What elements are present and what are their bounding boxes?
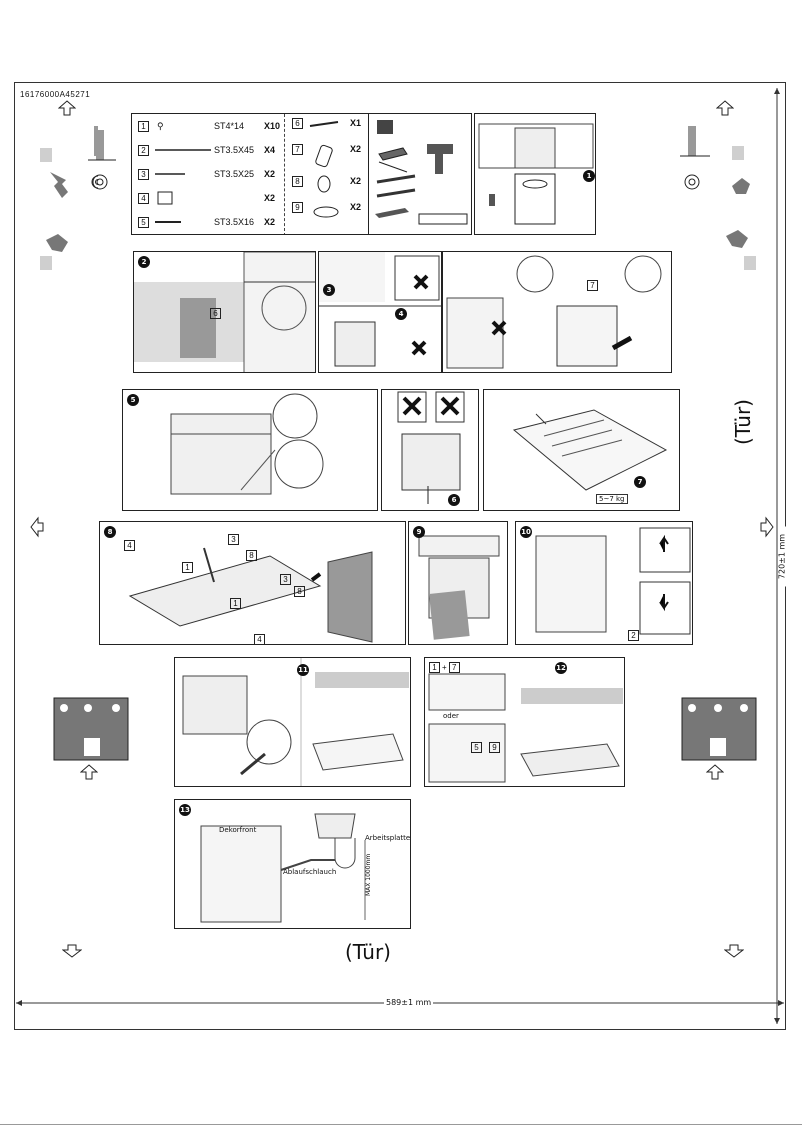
step-badge-4: 4 — [395, 308, 407, 320]
tur-side-label: (Tür) — [731, 399, 755, 445]
tur-bottom-label: (Tür) — [345, 940, 391, 964]
right-arrow-icon — [760, 516, 774, 538]
step-badge-7: 7 — [634, 476, 646, 488]
drill-icon — [427, 144, 453, 174]
part-row-1: 1 ⚲ ST4*14 X10 — [138, 118, 280, 134]
screwdriver-icon — [376, 174, 416, 184]
part-row-3: 3 ST3.5X25 X2 — [138, 166, 275, 182]
level-icon — [418, 213, 468, 225]
step-7-detail-panel: 7 — [442, 251, 672, 373]
down-arrow-icon — [724, 944, 744, 958]
step-13-panel: 13 Dekorfront Arbeitsplatte Ablaufschlau… — [174, 799, 411, 929]
down-arrow-icon — [62, 944, 82, 958]
step-badge-6: 6 — [448, 494, 460, 506]
part-icons-right — [309, 121, 339, 218]
part-row-5: 5 ST3.5X16 X2 — [138, 214, 275, 230]
step-10-panel: 10 2 — [515, 521, 693, 645]
height-dimension-line — [774, 88, 780, 1024]
step-3-4-panel: 3 4 — [318, 251, 442, 373]
mount-plate-left — [53, 697, 129, 761]
up-arrow-icon — [706, 764, 724, 780]
up-arrow-icon — [58, 100, 76, 116]
step-7-panel: 7 5~7 kg — [483, 389, 680, 511]
step-12-panel: 1 + 7 12 oder 5 9 — [424, 657, 625, 787]
doc-code: 16176000A45271 — [20, 90, 91, 99]
pipe-detail-left — [88, 130, 116, 190]
screwdriver-icon — [376, 188, 416, 198]
mount-plate-right — [681, 697, 757, 761]
part-row-7: 7 X2 — [292, 144, 361, 160]
tools-panel — [368, 113, 472, 235]
width-dimension: 589±1 mm — [384, 998, 434, 1007]
step-badge-5: 5 — [127, 394, 139, 406]
left-arrow-icon — [30, 516, 44, 538]
step-badge-3: 3 — [323, 284, 335, 296]
part-row-6: 6 X1 — [292, 118, 361, 134]
step-12-sequence: 1 + 7 — [429, 662, 460, 673]
step-badge-13: 13 — [179, 804, 191, 816]
part-row-2: 2 ST3.5X45 X4 — [138, 142, 275, 158]
step-badge-8: 8 — [104, 526, 116, 538]
step-6-panel: 6 — [381, 389, 479, 511]
pliers-icon — [378, 147, 408, 173]
step-5-panel: 5 — [122, 389, 378, 511]
up-arrow-icon — [716, 100, 734, 116]
step-badge-10: 10 — [520, 526, 532, 538]
part-row-4: 4 X2 — [138, 190, 275, 206]
margin-drill-right — [680, 126, 756, 270]
height-dimension: 720±1 mm — [777, 526, 787, 587]
step-badge-2: 2 — [138, 256, 150, 268]
step-2-panel: 2 6 — [133, 251, 316, 373]
tape-measure-icon — [377, 120, 393, 134]
step-9-panel: 9 — [408, 521, 508, 645]
part-row-8: 8 X2 — [292, 176, 361, 192]
step-badge-1: 1 — [583, 170, 595, 182]
footer-rule — [0, 1124, 802, 1125]
wrench-icon — [375, 208, 409, 218]
step-11-panel: 11 — [174, 657, 411, 787]
step-badge-11: 11 — [297, 664, 309, 676]
step-badge-12: 12 — [555, 662, 567, 674]
up-arrow-icon — [80, 764, 98, 780]
step-badge-9: 9 — [413, 526, 425, 538]
part-row-9: 9 X2 — [292, 202, 361, 218]
step-1-panel: 1 — [474, 113, 596, 235]
step-8-panel: 8 4 1 3 8 3 8 1 4 — [99, 521, 406, 645]
